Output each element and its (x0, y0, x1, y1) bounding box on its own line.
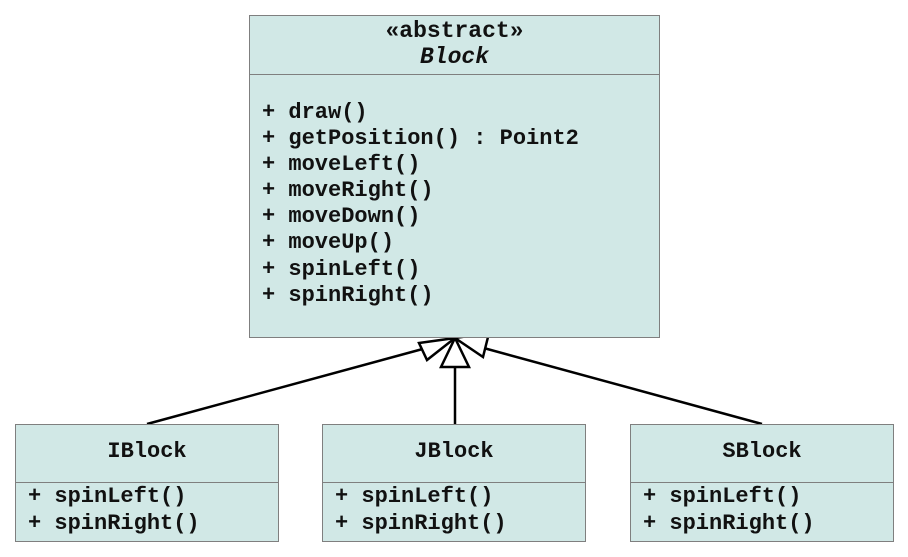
block-method-draw: + draw() (262, 100, 368, 125)
block-stereotype: «abstract» (385, 18, 524, 44)
block-method-move-down: + moveDown() (262, 204, 421, 230)
iblock-inheritance-line (146, 345, 431, 426)
iblock-method-spin-left: + spinLeft() (28, 484, 187, 509)
block-class-name: Block (419, 44, 489, 70)
iblock-class-name: IBlock (107, 439, 187, 464)
block-method-move-left: + moveLeft() (262, 152, 421, 178)
jblock-method-list: + spinLeft() + spinRight() (323, 483, 585, 537)
sblock-class-name: SBlock (722, 439, 802, 464)
iblock-class: IBlock + spinLeft() + spinRight() (15, 424, 279, 542)
sblock-class: SBlock + spinLeft() + spinRight() (630, 424, 894, 542)
sblock-method-spin-left: + spinLeft() (643, 484, 802, 509)
block-method-spin-left: + spinLeft() (262, 256, 421, 282)
block-method-get-position: + getPosition() : Point2 (262, 126, 579, 152)
sblock-method-spin-right: + spinRight() (643, 511, 815, 536)
jblock-generalization-arrowhead (439, 335, 471, 369)
block-class-header: «abstract» Block (250, 16, 659, 75)
block-method-move-up: + moveUp() (262, 230, 395, 256)
block-method-move-right: + moveRight() (262, 178, 434, 204)
block-method-spin-right: + spinRight() (262, 282, 434, 308)
jblock-class-name: JBlock (414, 439, 494, 464)
iblock-generalization-arrowhead (417, 336, 460, 362)
sblock-class-header: SBlock (631, 425, 893, 483)
jblock-method-spin-right: + spinRight() (335, 511, 507, 536)
sblock-inheritance-line (479, 345, 763, 426)
iblock-method-spin-right: + spinRight() (28, 511, 200, 536)
iblock-class-header: IBlock (16, 425, 278, 483)
block-abstract-class: «abstract» Block + draw() + getPosition(… (249, 15, 660, 338)
jblock-method-spin-left: + spinLeft() (335, 484, 494, 509)
block-method-list: + draw() + getPosition() : Point2 + move… (250, 75, 659, 309)
jblock-class: JBlock + spinLeft() + spinRight() (322, 424, 586, 542)
sblock-method-list: + spinLeft() + spinRight() (631, 483, 893, 537)
iblock-method-list: + spinLeft() + spinRight() (16, 483, 278, 537)
jblock-class-header: JBlock (323, 425, 585, 483)
